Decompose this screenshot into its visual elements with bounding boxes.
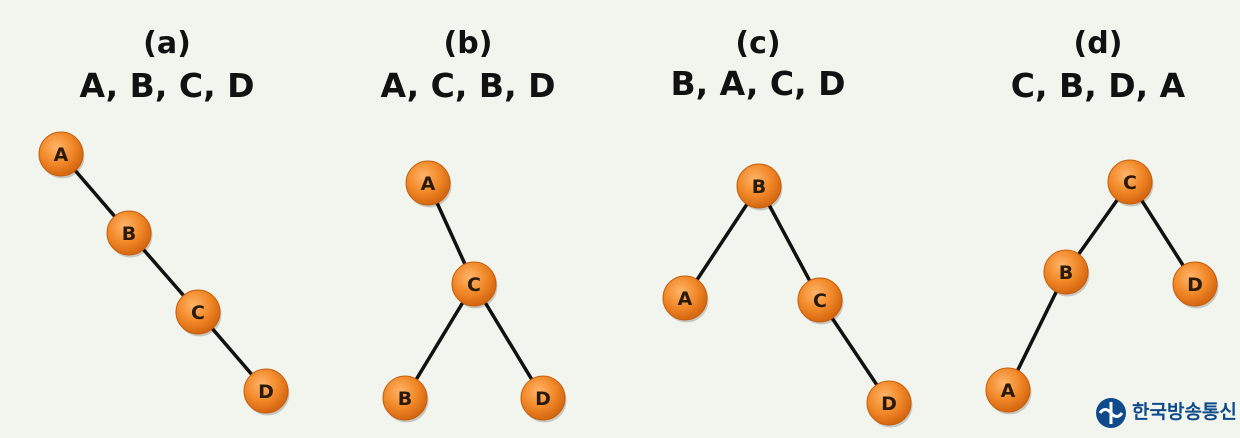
node-c-a: A [662,275,709,323]
node-a-a: A [38,131,85,179]
node-d-c: C [1107,159,1154,207]
node-b-a: A [405,160,452,208]
node-label-d-a: A [1001,380,1016,402]
node-label-d-d: D [1187,274,1203,296]
node-c-c: C [797,277,844,325]
node-b-c: C [451,261,498,309]
node-label-d-b: B [1059,262,1073,284]
node-b-d: D [520,375,567,423]
node-d-a: A [985,367,1032,415]
node-label-b-c: C [467,274,481,296]
panel-c-label: (c) [735,26,781,61]
node-label-a-a: A [54,144,69,166]
node-c-b: B [736,163,783,211]
node-label-c-b: B [752,176,766,198]
node-label-c-a: A [678,288,693,310]
node-d-d: D [1172,261,1219,309]
node-label-a-b: B [122,223,136,245]
node-label-c-d: D [881,393,897,415]
node-label-d-c: C [1123,172,1137,194]
panel-b-label: (b) [443,26,493,61]
node-label-b-d: D [535,388,551,410]
panel-c-sequence: B, A, C, D [670,64,846,103]
panel-d-label: (d) [1073,26,1123,61]
node-label-a-c: C [191,302,205,324]
panel-a-label: (a) [143,26,191,61]
node-a-b: B [106,210,153,258]
node-a-d: D [243,368,290,416]
node-label-b-b: B [398,388,412,410]
node-a-c: C [175,289,222,337]
node-d-b: B [1043,249,1090,297]
node-label-c-c: C [813,290,827,312]
logo-text: 한국방송통신 [1132,401,1237,423]
node-b-b: B [382,375,429,423]
logo-icon [1096,398,1126,428]
panel-b-sequence: A, C, B, D [380,66,556,105]
node-label-a-d: D [258,381,274,403]
node-c-d: D [866,380,913,428]
panel-a-sequence: A, B, C, D [79,66,255,105]
panel-d-sequence: C, B, D, A [1010,66,1186,105]
node-label-b-a: A [421,173,436,195]
